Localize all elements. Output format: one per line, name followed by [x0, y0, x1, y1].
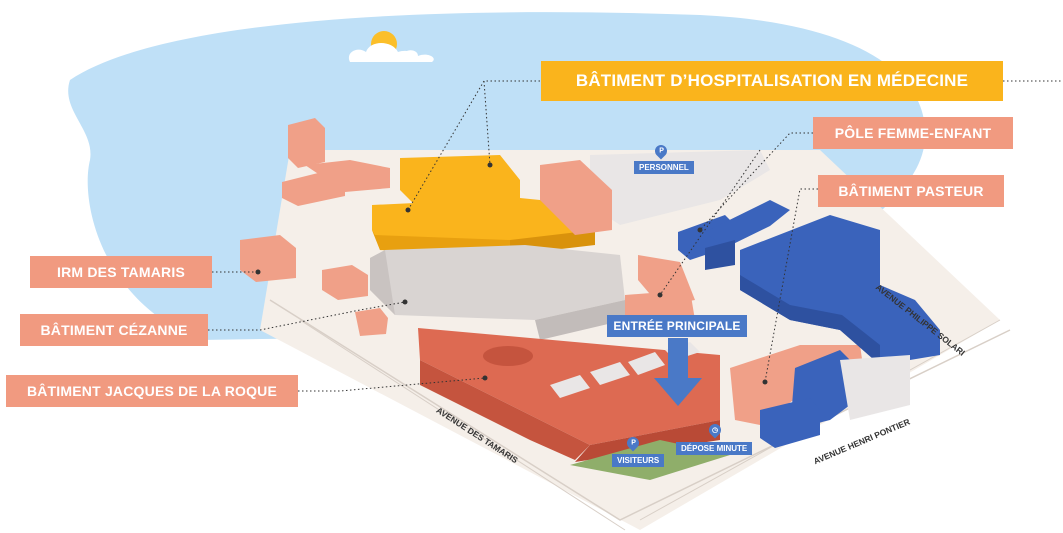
label-entree-principale[interactable]: ENTRÉE PRINCIPALE	[607, 315, 747, 337]
red-building	[418, 328, 720, 462]
sun-cloud-icon	[348, 31, 434, 62]
leader-dots	[255, 162, 768, 385]
label-hospitalisation[interactable]: BÂTIMENT D’HOSPITALISATION EN MÉDECINE	[541, 61, 1003, 101]
depose-minute-tag[interactable]: DÉPOSE MINUTE	[676, 442, 753, 455]
leader-lines	[208, 80, 1063, 392]
label-jacques-de-la-roque[interactable]: BÂTIMENT JACQUES DE LA ROQUE	[6, 375, 298, 407]
parking-personnel-tag[interactable]: PERSONNEL	[634, 161, 694, 174]
entrance-arrow-icon	[654, 338, 702, 406]
label-pole-femme-enfant[interactable]: PÔLE FEMME-ENFANT	[813, 117, 1013, 149]
parking-visiteurs-tag[interactable]: VISITEURS	[612, 454, 665, 467]
label-cezanne[interactable]: BÂTIMENT CÉZANNE	[20, 314, 208, 346]
salmon-buildings-left	[240, 118, 390, 336]
label-pasteur[interactable]: BÂTIMENT PASTEUR	[818, 175, 1004, 207]
blue-buildings	[678, 200, 940, 448]
label-irm-des-tamaris[interactable]: IRM DES TAMARIS	[30, 256, 212, 288]
grey-building	[370, 245, 625, 340]
